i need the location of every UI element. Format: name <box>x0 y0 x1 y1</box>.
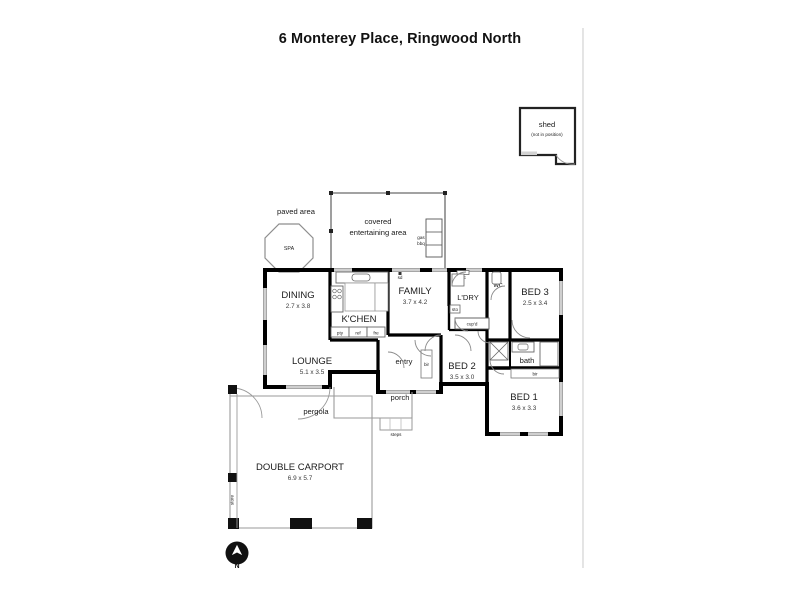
entry-label: entry <box>396 357 413 366</box>
windows <box>263 268 563 436</box>
room-dim-family: 3.7 x 4.2 <box>403 299 428 306</box>
room-laundry: L'DRY sto cup'd <box>449 271 491 344</box>
pergola-area: pergola <box>230 386 373 420</box>
room-label-family: FAMILY <box>398 286 432 297</box>
shed-note: (not in position) <box>531 132 563 137</box>
room-dim-bed2: 3.5 x 3.0 <box>450 374 475 381</box>
house-walls <box>263 268 563 436</box>
room-label-bed2: BED 2 <box>448 361 475 372</box>
kitchen-cabinet-row: pty ref fre <box>330 326 386 338</box>
pergola-label: pergola <box>303 407 329 416</box>
freezer-label: fre <box>373 331 379 336</box>
covered-entertaining-area: covered entertaining area gas bbq <box>329 191 447 270</box>
room-label-bed1: BED 1 <box>510 392 537 403</box>
room-bed2: BED 2 3.5 x 3.0 bir <box>420 334 476 381</box>
room-kitchen: K'CHEN pty ref fre <box>330 271 389 338</box>
room-dim-dining: 2.7 x 3.8 <box>286 303 311 310</box>
built-in-robe-bed1-label: bir <box>532 372 538 377</box>
room-dim-bed1: 3.6 x 3.3 <box>512 405 537 412</box>
room-wc: wc <box>490 271 506 301</box>
room-dim-lounge: 5.1 x 3.5 <box>300 369 325 376</box>
shed-outbuilding: shed (not in position) <box>518 106 577 166</box>
cupboard-label: cup'd <box>467 322 478 327</box>
carport-store-label: store <box>230 494 235 505</box>
gas-bbq-fixture: gas bbq <box>417 218 443 258</box>
room-label-bath: bath <box>520 356 535 365</box>
room-label-carport: DOUBLE CARPORT <box>256 462 344 473</box>
store-small-label: sto <box>452 307 459 312</box>
room-lounge: LOUNGE 5.1 x 3.5 <box>292 356 332 376</box>
fridge-label: ref <box>355 331 361 336</box>
smoke-detector-label: sd <box>398 275 403 280</box>
shed-label: shed <box>539 120 555 129</box>
room-label-laundry: L'DRY <box>457 293 479 302</box>
page-title: 6 Monterey Place, Ringwood North <box>278 31 522 47</box>
room-label-kitchen: K'CHEN <box>341 314 376 325</box>
room-label-bed3: BED 3 <box>521 287 548 298</box>
carport-area: DOUBLE CARPORT 6.9 x 5.7 store <box>228 385 373 529</box>
room-dining: DINING 2.7 x 3.8 <box>281 290 314 310</box>
room-bed3: BED 3 2.5 x 3.4 <box>511 287 549 339</box>
room-label-wc: wc <box>492 280 502 289</box>
north-label: N <box>234 563 239 570</box>
north-indicator: N <box>225 541 249 570</box>
paved-area: paved area SPA <box>264 207 316 273</box>
room-label-dining: DINING <box>281 290 314 301</box>
porch-label: porch <box>391 393 410 402</box>
gas-bbq-label-line1: gas <box>417 235 425 240</box>
covered-area-label-line2: entertaining area <box>350 228 408 237</box>
pantry-label: pty <box>337 331 344 336</box>
paved-area-label: paved area <box>277 207 316 216</box>
room-label-lounge: LOUNGE <box>292 356 332 367</box>
covered-area-label-line1: covered <box>364 217 391 226</box>
spa-label: SPA <box>284 246 295 252</box>
porch-area: porch steps <box>333 387 413 437</box>
built-in-robe-bed2-label: bir <box>424 362 430 367</box>
room-bath: bath <box>489 341 559 375</box>
room-dim-bed3: 2.5 x 3.4 <box>523 300 548 307</box>
steps-label: steps <box>391 432 403 437</box>
room-bed1: BED 1 3.6 x 3.3 bir <box>510 368 560 412</box>
gas-bbq-label-line2: bbq <box>417 241 425 246</box>
entry-area: entry <box>387 339 432 369</box>
room-dim-carport: 6.9 x 5.7 <box>288 475 313 482</box>
